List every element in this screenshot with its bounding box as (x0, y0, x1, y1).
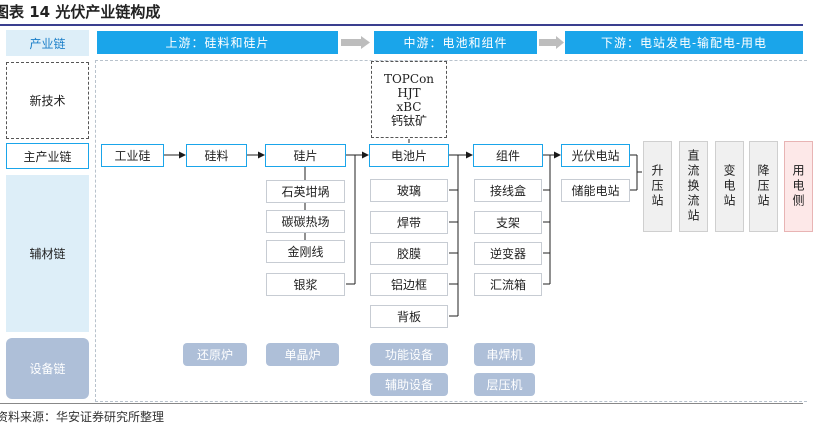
new-tech-xbc: xBC (396, 99, 422, 114)
stage-arrow-2 (539, 36, 564, 49)
figure-title: 图表 14 光伏产业链构成 (0, 3, 161, 21)
aux-quartz-crucible: 石英坩埚 (266, 180, 345, 203)
stage-upstream: 上游：硅料和硅片 (97, 31, 338, 54)
node-cell: 电池片 (369, 144, 449, 167)
aux-diamond-wire: 金刚线 (266, 240, 345, 263)
station-dc-converter: 直流换流站 (679, 141, 708, 232)
node-wafer: 硅片 (265, 144, 346, 167)
new-tech-hjt: HJT (397, 85, 421, 100)
aux-glass: 玻璃 (370, 179, 448, 202)
station-substation: 变电站 (715, 141, 744, 232)
aux-mounting: 支架 (474, 211, 542, 234)
new-tech-box: TOPCon HJT xBC 钙钛矿 (371, 61, 447, 138)
node-industrial-silicon: 工业硅 (101, 144, 164, 167)
equip-reduction-furnace: 还原炉 (183, 343, 247, 366)
aux-junction-box: 接线盒 (474, 179, 542, 202)
aux-backsheet: 背板 (370, 305, 448, 328)
source-note: 资料来源：华安证券研究所整理 (0, 410, 165, 424)
stage-midstream: 中游：电池和组件 (374, 31, 537, 54)
station-step-down: 降压站 (749, 141, 778, 232)
aux-chain-label: 辅材链 (6, 175, 89, 332)
equip-stringer: 串焊机 (474, 343, 535, 366)
aux-inverter: 逆变器 (474, 242, 542, 265)
main-chain-label: 主产业链 (6, 143, 89, 169)
station-step-up: 升压站 (643, 141, 672, 232)
equip-crystal-furnace: 单晶炉 (266, 343, 339, 366)
node-storage-plant: 储能电站 (561, 179, 630, 202)
aux-aluminum-frame: 铝边框 (370, 273, 448, 296)
new-tech-label: 新技术 (6, 62, 89, 139)
aux-combiner-box: 汇流箱 (474, 273, 542, 296)
aux-ribbon: 焊带 (370, 211, 448, 234)
aux-silver-paste: 银浆 (266, 273, 345, 296)
industry-chain-header: 产业链 (6, 30, 89, 56)
aux-cc-thermal-field: 碳碳热场 (266, 210, 345, 233)
equip-auxiliary: 辅助设备 (370, 373, 448, 396)
aux-film: 胶膜 (370, 242, 448, 265)
equip-laminator: 层压机 (474, 373, 535, 396)
diagram-area (95, 60, 807, 402)
new-tech-topcon: TOPCon (383, 71, 435, 86)
equip-chain-label: 设备链 (6, 338, 89, 399)
stage-downstream: 下游：电站发电-输配电-用电 (565, 31, 803, 54)
stage-arrow-1 (341, 36, 370, 49)
new-tech-perovskite: 钙钛矿 (390, 113, 427, 128)
title-rule (0, 24, 803, 26)
station-consumer-side: 用电侧 (784, 141, 813, 232)
node-module: 组件 (473, 144, 543, 167)
equip-functional: 功能设备 (370, 343, 448, 366)
node-polysilicon: 硅料 (186, 144, 247, 167)
footer-rule (0, 403, 803, 404)
node-pv-plant: 光伏电站 (561, 144, 630, 167)
